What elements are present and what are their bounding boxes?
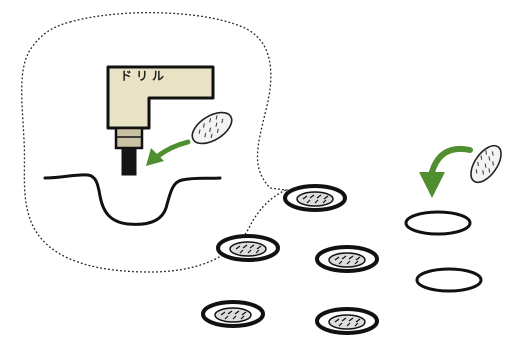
drill-icon: ドリル <box>106 65 215 176</box>
planted-seed-core <box>214 307 252 323</box>
hole-icon <box>43 173 222 226</box>
planted-seed-pattern <box>334 255 361 265</box>
planted-seed-core <box>328 252 366 268</box>
planted-seed-icon <box>283 184 347 212</box>
drill-chuck <box>114 126 144 150</box>
seed-icon <box>191 111 233 145</box>
planted-seed-pattern <box>235 244 262 254</box>
empty-ring-icon <box>404 210 472 236</box>
planted-seed-icon <box>315 307 379 335</box>
seed-pattern <box>198 115 224 139</box>
seed-icon <box>470 144 502 184</box>
planted-seed-icon <box>201 300 265 328</box>
planted-seed-core <box>296 191 334 207</box>
seed-pattern <box>475 150 494 175</box>
arrow-head <box>419 172 445 198</box>
callout-bubble <box>21 12 289 273</box>
drill-bit <box>121 147 137 176</box>
planted-seed-core <box>328 314 366 330</box>
planted-seed-core <box>229 241 267 257</box>
planted-seed-icon <box>216 234 280 262</box>
arrow-icon <box>146 139 191 166</box>
drill-body <box>106 65 215 130</box>
planted-seed-icon <box>315 245 379 273</box>
planted-seed-pattern <box>302 194 329 204</box>
planted-seed-pattern <box>220 310 247 320</box>
empty-ring-icon <box>415 267 483 293</box>
arrow-shaft <box>155 139 191 159</box>
planted-seed-pattern <box>334 317 361 327</box>
arrow-icon <box>419 145 473 198</box>
arrow-head <box>146 148 164 166</box>
seed-shell <box>191 111 233 145</box>
arrow-shaft <box>429 145 473 175</box>
drill-label: ドリル <box>120 69 168 83</box>
